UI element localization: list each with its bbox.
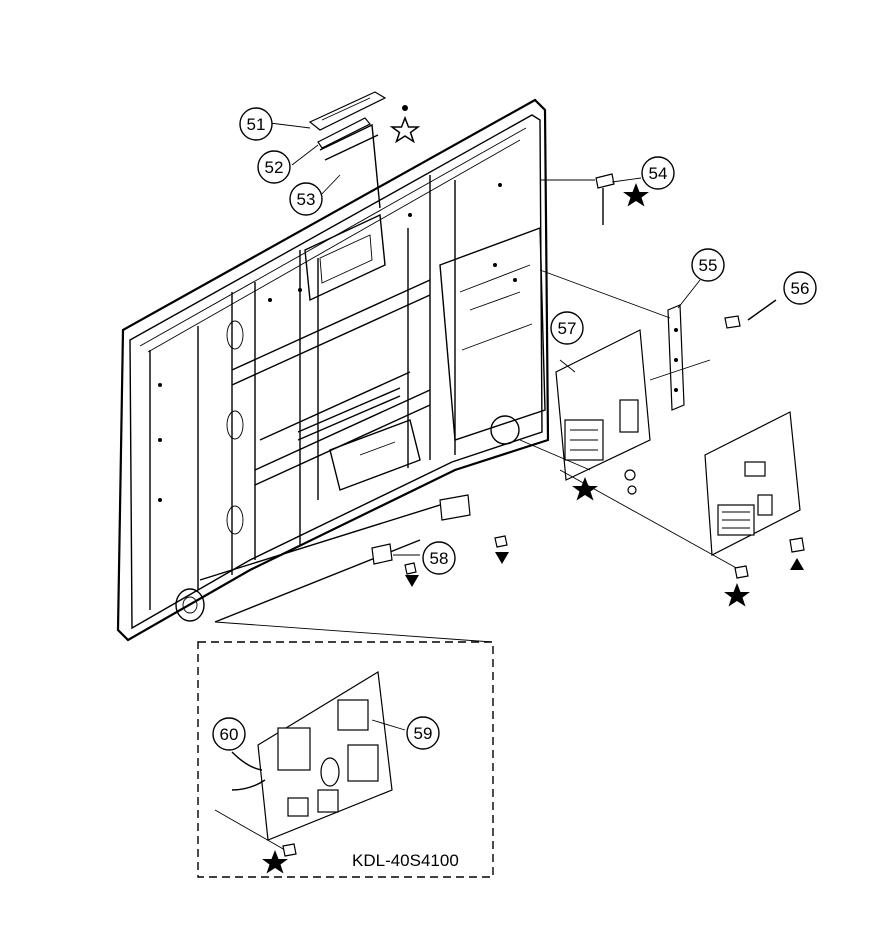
marker-triangle-down-icon (405, 575, 419, 587)
part-56-screw (539, 269, 777, 329)
marker-star-outline-icon (389, 115, 421, 144)
callout-54: 54 (641, 156, 675, 190)
part-59-power-board (257, 671, 406, 841)
marker-triangle-down-icon (495, 552, 509, 564)
callout-51: 51 (239, 107, 273, 141)
svg-text:54: 54 (649, 164, 668, 183)
svg-text:56: 56 (791, 279, 810, 298)
part-57-main-board (519, 329, 711, 495)
model-label: KDL-40S4100 (352, 851, 459, 870)
svg-text:57: 57 (558, 319, 577, 338)
part-52-board (291, 117, 371, 166)
callout-56: 56 (783, 271, 817, 305)
part-51-bracket (269, 91, 408, 131)
svg-text:59: 59 (414, 724, 433, 743)
tv-chassis (116, 98, 550, 642)
svg-text:60: 60 (220, 725, 239, 744)
terminal-board (559, 411, 805, 579)
power-board-inset (197, 621, 494, 878)
callout-55: 55 (691, 248, 725, 282)
marker-triangle-up-icon (790, 558, 804, 570)
marker-star-filled-icon (572, 477, 598, 501)
callout-57: 57 (550, 311, 584, 345)
callout-58: 58 (422, 541, 456, 575)
svg-text:58: 58 (430, 549, 449, 568)
callout-60: 60 (212, 717, 246, 751)
marker-star-filled-icon (262, 850, 288, 874)
marker-star-filled-icon (724, 583, 750, 607)
svg-text:53: 53 (297, 190, 316, 209)
part-55-side-bracket (667, 279, 701, 411)
marker-star-filled-icon (623, 183, 649, 207)
callout-52: 52 (257, 150, 291, 184)
svg-text:55: 55 (699, 256, 718, 275)
svg-text:51: 51 (247, 115, 266, 134)
part-58-clamp (371, 494, 508, 575)
part-60-wire (214, 751, 297, 857)
part-54-connector (540, 173, 642, 225)
callout-59: 59 (406, 716, 440, 750)
svg-text:52: 52 (265, 158, 284, 177)
callout-53: 53 (289, 182, 323, 216)
